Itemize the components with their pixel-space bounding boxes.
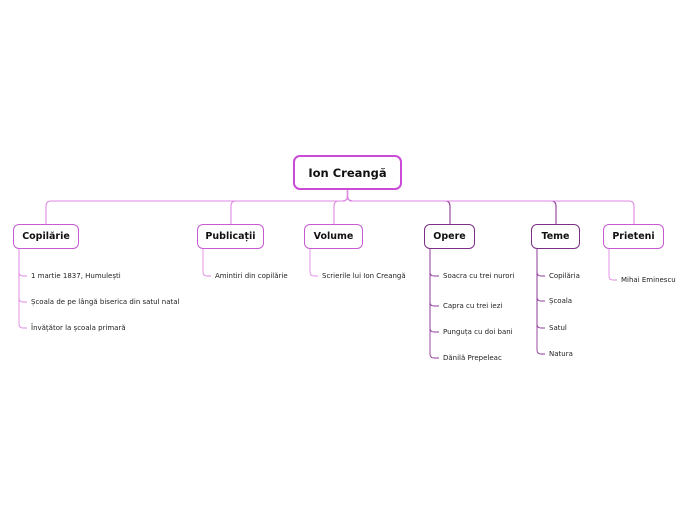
branch-node-volume[interactable]: Volume [304, 224, 363, 249]
connector-branch-4-leaf-3 [536, 249, 545, 355]
connector-root-branch-3 [346, 190, 451, 224]
branch-node-publicatii[interactable]: Publicații [197, 224, 264, 249]
connector-branch-2-leaf-0 [309, 249, 318, 277]
leaf-prieteni-1[interactable]: Mihai Eminescu [621, 276, 676, 284]
connector-branch-3-leaf-2 [429, 249, 439, 333]
branch-node-copilarie[interactable]: Copilărie [13, 224, 79, 249]
leaf-publicatii-1[interactable]: Amintiri din copilărie [215, 272, 288, 280]
leaf-copilarie-1[interactable]: 1 martie 1837, Humulești [31, 272, 121, 280]
leaf-volume-1[interactable]: Scrierile lui Ion Creangă [322, 272, 406, 280]
connector-branch-5-leaf-0 [608, 249, 617, 281]
leaf-teme-1[interactable]: Copilăria [549, 272, 580, 280]
leaf-copilarie-2[interactable]: Școala de pe lângă biserica din satul na… [31, 298, 180, 306]
connector-branch-1-leaf-0 [202, 249, 211, 277]
leaf-opere-1[interactable]: Soacra cu trei nurori [443, 272, 515, 280]
root-node[interactable]: Ion Creangă [293, 155, 402, 190]
leaf-opere-2[interactable]: Capra cu trei iezi [443, 302, 503, 310]
leaf-teme-3[interactable]: Satul [549, 324, 567, 332]
leaf-teme-2[interactable]: Școala [549, 297, 573, 305]
connector-branch-3-leaf-1 [429, 249, 439, 307]
connector-root-branch-0 [45, 190, 349, 224]
leaf-opere-3[interactable]: Punguța cu doi bani [443, 328, 513, 336]
connector-branch-0-leaf-0 [18, 249, 27, 277]
leaf-opere-4[interactable]: Dănilă Prepeleac [443, 354, 502, 362]
connector-branch-0-leaf-2 [18, 249, 27, 329]
connector-branch-4-leaf-2 [536, 249, 545, 329]
connector-branch-3-leaf-3 [429, 249, 439, 359]
branch-node-opere[interactable]: Opere [424, 224, 475, 249]
leaf-teme-4[interactable]: Natura [549, 350, 573, 358]
leaf-copilarie-3[interactable]: Învățător la școala primară [31, 324, 126, 332]
connector-branch-4-leaf-0 [536, 249, 545, 277]
connector-root-branch-4 [346, 190, 557, 224]
branch-node-prieteni[interactable]: Prieteni [603, 224, 664, 249]
branch-node-teme[interactable]: Teme [531, 224, 580, 249]
connector-root-branch-1 [230, 190, 349, 224]
connector-root-branch-5 [346, 190, 635, 224]
connector-root-branch-2 [333, 190, 349, 224]
connector-branch-3-leaf-0 [429, 249, 439, 277]
